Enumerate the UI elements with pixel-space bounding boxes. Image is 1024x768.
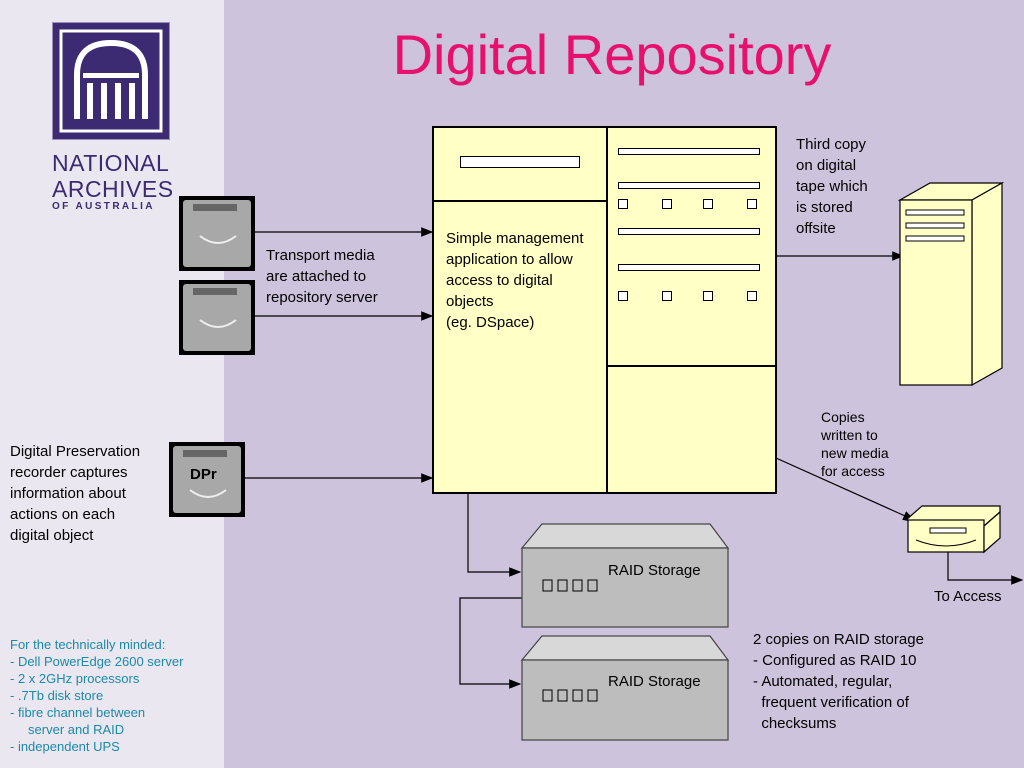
raid-storage-1	[520, 523, 730, 628]
raid2-arrow	[459, 597, 522, 689]
slide-title: Digital Repository	[392, 23, 832, 86]
server-divider-right	[606, 365, 777, 367]
to-access-label: To Access	[934, 588, 1002, 605]
third-copy-label: Third copy on digital tape which is stor…	[796, 136, 868, 237]
logo-wordmark: NATIONAL ARCHIVES	[52, 150, 174, 202]
tech-specs: For the technically minded: - Dell Power…	[10, 637, 184, 754]
led	[662, 199, 672, 209]
transport-drive-2	[179, 280, 255, 355]
server-slot	[460, 156, 580, 168]
led	[747, 199, 757, 209]
dpr-badge: DPr	[190, 466, 217, 483]
led	[662, 291, 672, 301]
transport-drive-1	[179, 196, 255, 271]
drive-bay-1	[618, 148, 760, 155]
drive-bay-4	[618, 264, 760, 271]
national-archives-logo	[52, 22, 170, 140]
transport-media-label: Transport media are attached to reposito…	[266, 247, 378, 306]
management-app-label: Simple management application to allow a…	[446, 230, 584, 331]
raid-notes: 2 copies on RAID storage - Configured as…	[753, 631, 924, 732]
drive-bay-3	[618, 228, 760, 235]
copies-written-label: Copies written to new media for access	[821, 409, 889, 479]
access-media-arrow	[775, 457, 916, 521]
drive-bay-2	[618, 182, 760, 189]
repository-server-left	[432, 126, 608, 494]
led	[747, 291, 757, 301]
led	[618, 199, 628, 209]
logo-subtitle: OF AUSTRALIA	[52, 201, 155, 212]
server-divider	[432, 200, 608, 202]
repository-server-right	[606, 126, 777, 494]
led	[618, 291, 628, 301]
raid1-arrow	[467, 493, 522, 577]
led	[703, 199, 713, 209]
dpr-drive	[169, 442, 245, 517]
archway-icon	[59, 29, 163, 133]
led	[703, 291, 713, 301]
raid-storage-1-label: RAID Storage	[608, 562, 701, 579]
dpr-description: Digital Preservation recorder captures i…	[10, 443, 141, 544]
offsite-tape-server	[897, 181, 1005, 387]
raid-storage-2	[520, 635, 730, 741]
to-access-arrow	[947, 552, 1024, 585]
raid-storage-2-label: RAID Storage	[608, 673, 701, 690]
access-media-drive	[904, 505, 1001, 554]
